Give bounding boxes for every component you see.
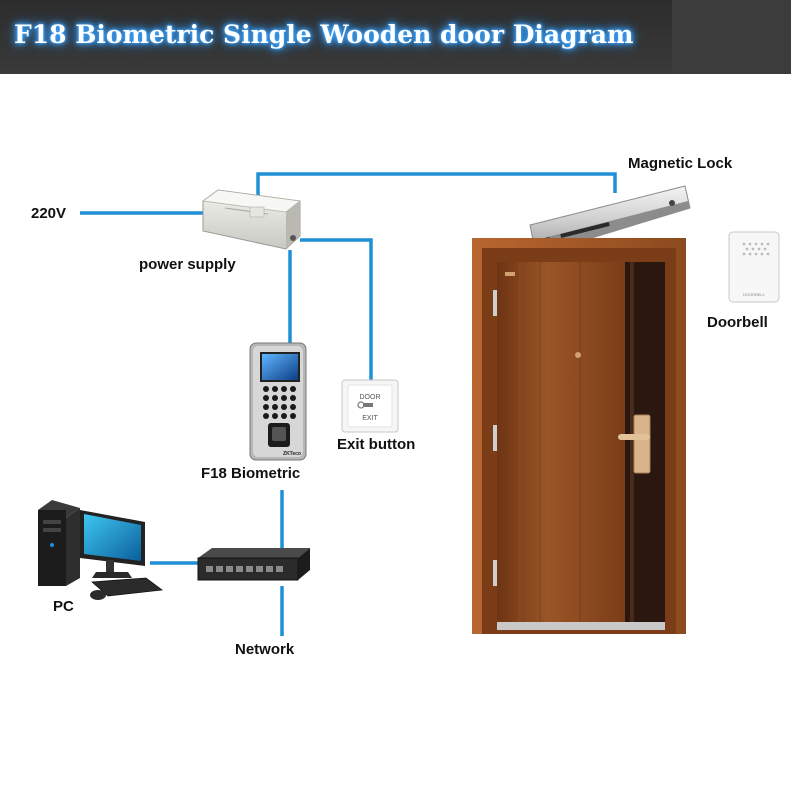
exit-button-print-exit: EXIT (362, 415, 378, 422)
label-magnetic-lock: Magnetic Lock (628, 155, 733, 172)
label-power-supply: power supply (139, 256, 236, 273)
label-220v: 220V (31, 205, 67, 222)
wire-power-supply-to-magnetic-lock (256, 172, 617, 196)
page-title: F18 Biometric Single Wooden door Diagram (14, 20, 634, 49)
doorbell-print: DOORBELL (743, 292, 766, 297)
label-network: Network (235, 641, 295, 658)
wooden-door-icon (472, 238, 686, 634)
label-doorbell: Doorbell (707, 314, 768, 331)
pc-icon (38, 500, 164, 600)
label-exit-button: Exit button (337, 436, 416, 453)
wire-power-supply-to-exit-button (300, 238, 373, 380)
label-pc: PC (53, 598, 74, 615)
terminal-brand-print: ZKTeco (283, 451, 301, 457)
header-title-area (0, 0, 672, 74)
wiring-diagram: DOORBELL DOOR EXIT ZKTeco (38, 172, 780, 636)
network-switch-icon (197, 548, 310, 581)
doorbell-icon: DOORBELL (728, 231, 780, 303)
exit-button-print-door: DOOR (360, 394, 381, 401)
power-supply-icon (201, 189, 301, 250)
wires (80, 172, 617, 636)
biometric-terminal-icon: ZKTeco (249, 342, 307, 461)
header-bar: F18 Biometric Single Wooden door Diagram (0, 0, 791, 74)
label-f18-biometric: F18 Biometric (201, 465, 301, 482)
exit-button-icon: DOOR EXIT (341, 379, 399, 433)
